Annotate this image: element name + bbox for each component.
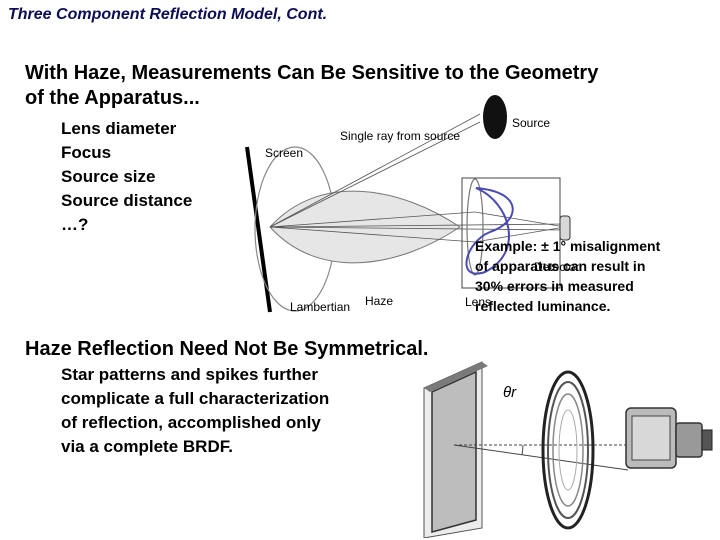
label-detector: Detector (534, 260, 579, 274)
section-heading-symmetry: Haze Reflection Need Not Be Symmetrical. (25, 338, 429, 360)
bullet-list-symmetry: Star patterns and spikes further complic… (61, 363, 391, 459)
annotation-line-4: reflected luminance. (475, 298, 611, 314)
label-screen: Screen (265, 146, 303, 160)
misalignment-annotation: Example: ± 1° misalignment of apparatus … (475, 236, 705, 316)
camera-detector (625, 407, 713, 469)
reflection-geometry-diagram: Screen Single ray from source Source Lam… (245, 95, 579, 314)
bullet-ellipsis: …? (61, 215, 89, 234)
bullet-lens-diameter: Lens diameter (61, 119, 177, 138)
section-heading-geometry: With Haze, Measurements Can Be Sensitive… (25, 62, 599, 109)
source-disc (483, 95, 507, 139)
star-pattern (541, 370, 595, 530)
bullet-list-geometry: Lens diameter Focus Source size Source d… (61, 117, 192, 237)
lens-shape (466, 178, 484, 276)
label-theta-r: θr (503, 384, 517, 401)
annotation-line-1: Example: ± 1° misalignment (475, 238, 661, 254)
reflected-ray-line (453, 444, 629, 471)
haze-lobe (269, 190, 461, 264)
label-single-ray: Single ray from source (340, 129, 460, 143)
bullet-focus: Focus (61, 143, 112, 162)
detector-shape (559, 215, 571, 241)
symmetry-text-line-1: Star patterns and spikes further (61, 365, 318, 384)
annotation-line-2: of apparatus can result in (475, 258, 646, 274)
sample-panel-face (431, 370, 477, 533)
label-source: Source (512, 116, 550, 130)
bullet-source-size: Source size (61, 167, 156, 186)
ray-bundle (269, 113, 566, 243)
label-haze: Haze (365, 294, 393, 308)
symmetry-text-line-4: via a complete BRDF. (61, 437, 233, 456)
slide-title: Three Component Reflection Model, Cont. (8, 6, 328, 23)
theta-arc (521, 444, 524, 456)
label-lens: Lens (465, 295, 491, 309)
haze-loop-curve (465, 187, 514, 275)
label-lambertian: Lambertian (290, 300, 350, 314)
bullet-source-distance: Source distance (61, 191, 193, 210)
symmetry-text-line-2: complicate a full characterization (61, 389, 330, 408)
asymmetric-reflection-diagram: θr (423, 361, 713, 538)
annotation-line-3: 30% errors in measured (475, 278, 634, 294)
symmetry-text-line-3: of reflection, accomplished only (61, 413, 321, 432)
sample-panel-top (424, 362, 488, 392)
